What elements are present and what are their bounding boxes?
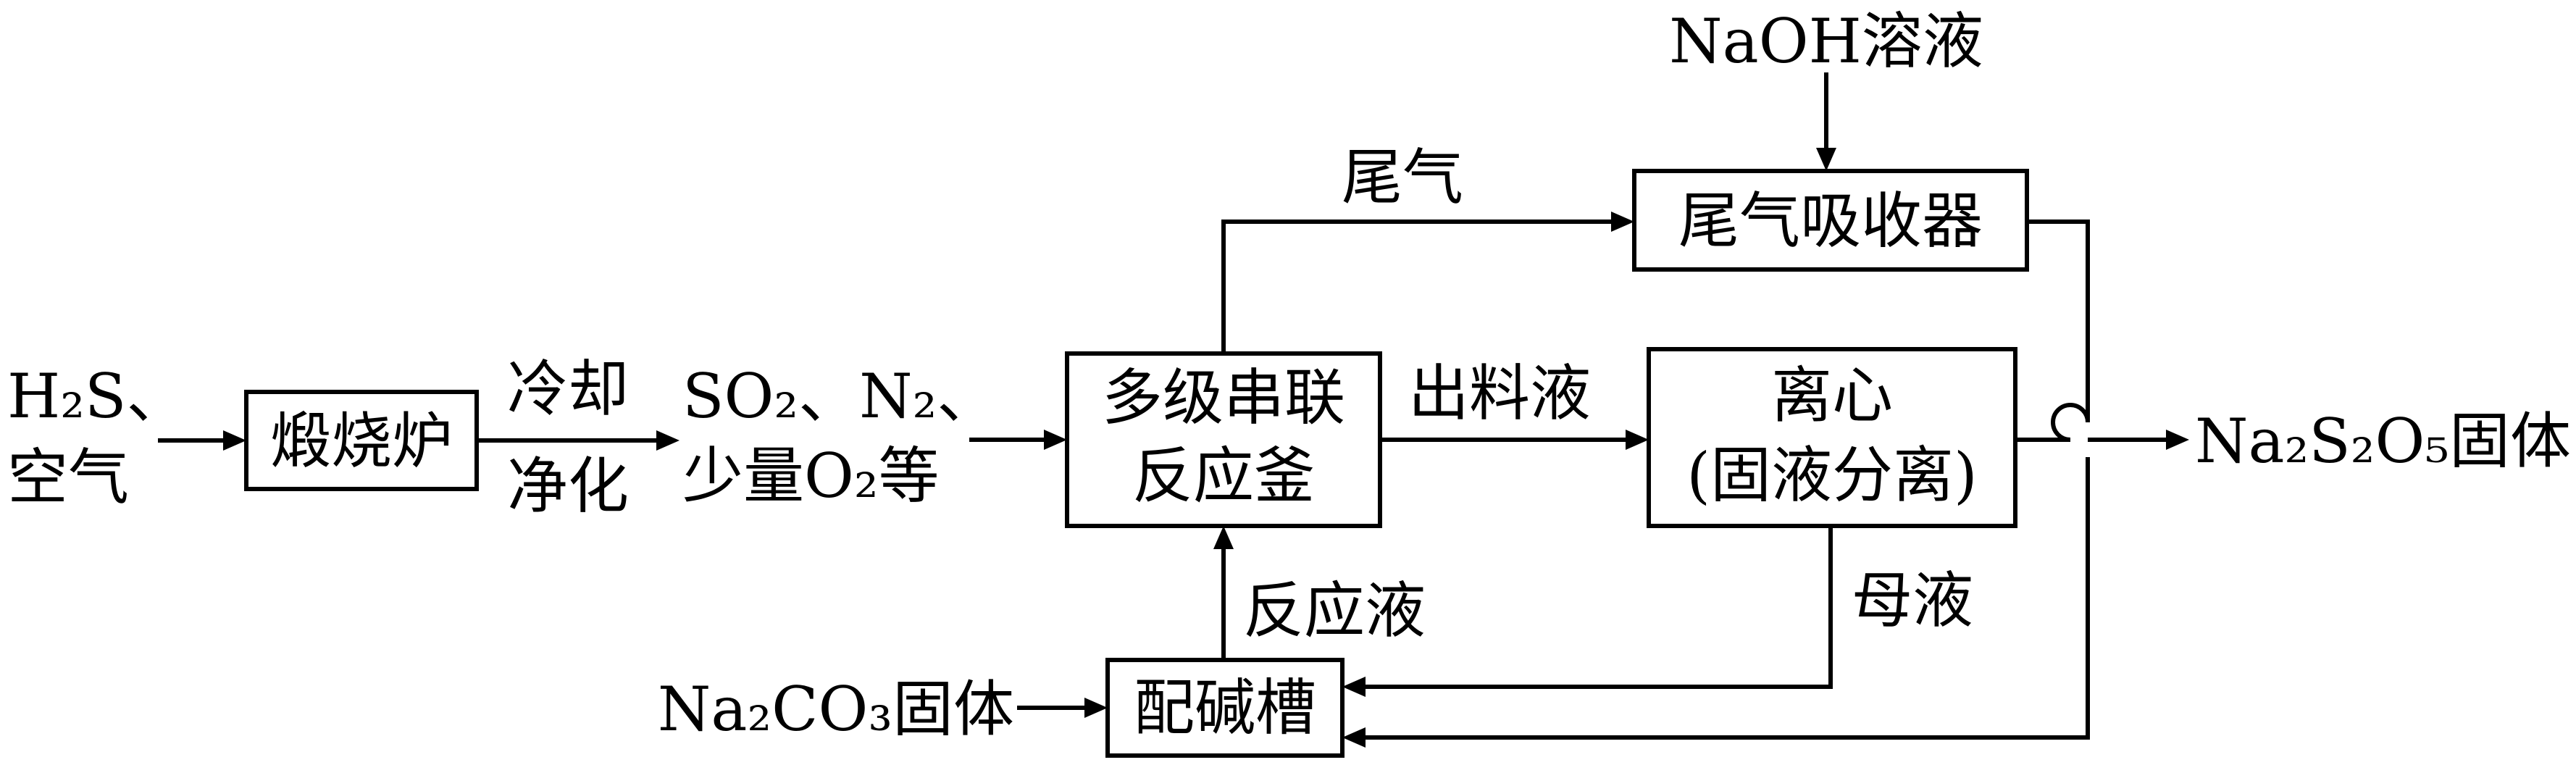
mother-liquor-label: 母液 [1852, 565, 1973, 636]
cool-label-line1: 冷却 [507, 354, 629, 425]
furnace-out-arrowhead [656, 430, 679, 451]
centrifuge-box: 离心 (固液分离) [1647, 347, 2017, 528]
outlet-liquid-arrowhead [1626, 430, 1649, 450]
absorber-recycle-arrowhead [1342, 727, 1366, 748]
input-h2s-air-line2: 空气 [7, 442, 129, 513]
na2co3-label: Na₂CO₃固体 [658, 674, 1014, 745]
tail-gas-line [1221, 220, 1615, 354]
absorber-recycle-line [2027, 220, 2090, 422]
reactor-box: 多级串联 反应釜 [1065, 351, 1382, 528]
tail-gas-label: 尾气 [1342, 142, 1463, 213]
mother-liquor-arrowhead [1342, 677, 1366, 697]
absorber-label: 尾气吸收器 [1678, 185, 1983, 256]
centrifuge-label-line1: 离心 [1771, 360, 1893, 431]
reactor-label-line1: 多级串联 [1102, 362, 1345, 433]
gas-to-reactor-arrowhead [1044, 430, 1067, 450]
crossover-hop [2051, 403, 2071, 442]
feed-arrowhead [223, 430, 246, 451]
product-label: Na₂S₂O₅固体 [2195, 406, 2571, 477]
tail-gas-arrowhead [1611, 212, 1634, 232]
cool-label-line2: 净化 [507, 451, 629, 522]
reaction-liquid-label: 反应液 [1243, 575, 1426, 646]
absorber-recycle-line-lower [1361, 457, 2090, 740]
gas-mixture-line2: 少量O₂等 [682, 440, 940, 511]
alkali-tank-label: 配碱槽 [1134, 672, 1316, 743]
gas-mixture-line1: SO₂、N₂、 [682, 361, 998, 432]
product-arrowhead [2166, 430, 2189, 450]
furnace-box: 煅烧炉 [244, 390, 479, 491]
crossover-hop-right [2070, 403, 2090, 423]
furnace-label: 煅烧炉 [270, 406, 453, 477]
alkali-tank-box: 配碱槽 [1105, 658, 1345, 758]
mother-liquor-line [1361, 526, 1833, 689]
input-h2s-air-line1: H₂S、 [7, 361, 187, 432]
na2co3-arrowhead [1084, 698, 1108, 718]
absorber-box: 尾气吸收器 [1632, 169, 2029, 272]
reaction-liquid-arrowhead [1213, 526, 1234, 549]
reactor-label-line2: 反应釜 [1132, 440, 1315, 511]
naoh-arrowhead [1816, 148, 1836, 171]
centrifuge-label-line2: (固液分离) [1686, 440, 1978, 511]
outlet-liquid-label: 出料液 [1408, 358, 1591, 429]
naoh-label: NaOH溶液 [1669, 6, 1983, 77]
